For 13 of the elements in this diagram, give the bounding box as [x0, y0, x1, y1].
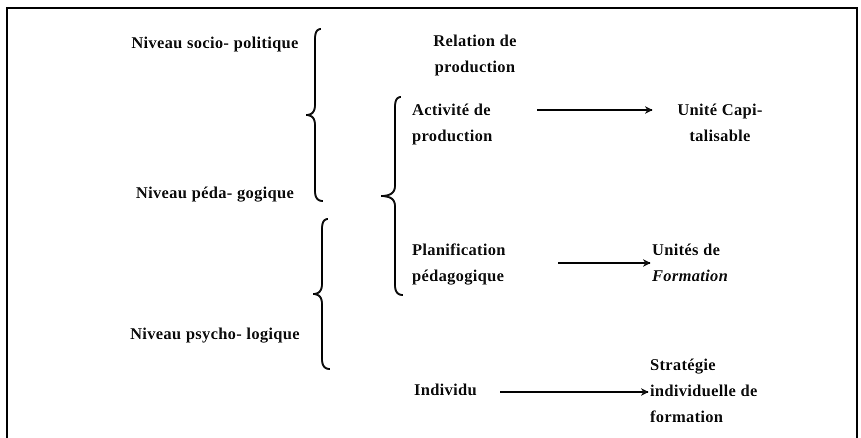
arrow: [500, 388, 649, 396]
arrow: [537, 106, 653, 114]
node-text: Unité Capi- talisable: [654, 97, 786, 149]
arrow: [558, 259, 651, 267]
node-text: Unités de Formation: [652, 237, 774, 289]
node-text: Planification pédagogique: [412, 237, 552, 289]
level-label: Niveau socio- politique: [130, 32, 300, 54]
level-label: Relation de production: [432, 30, 518, 78]
node-text: Activité de production: [412, 97, 540, 149]
node-text: Individu: [414, 377, 504, 403]
level-label: Niveau péda- gogique: [134, 182, 296, 204]
level-label: Niveau psycho- logique: [130, 323, 300, 345]
node-text: Stratégie individuelle de formation: [650, 352, 782, 430]
